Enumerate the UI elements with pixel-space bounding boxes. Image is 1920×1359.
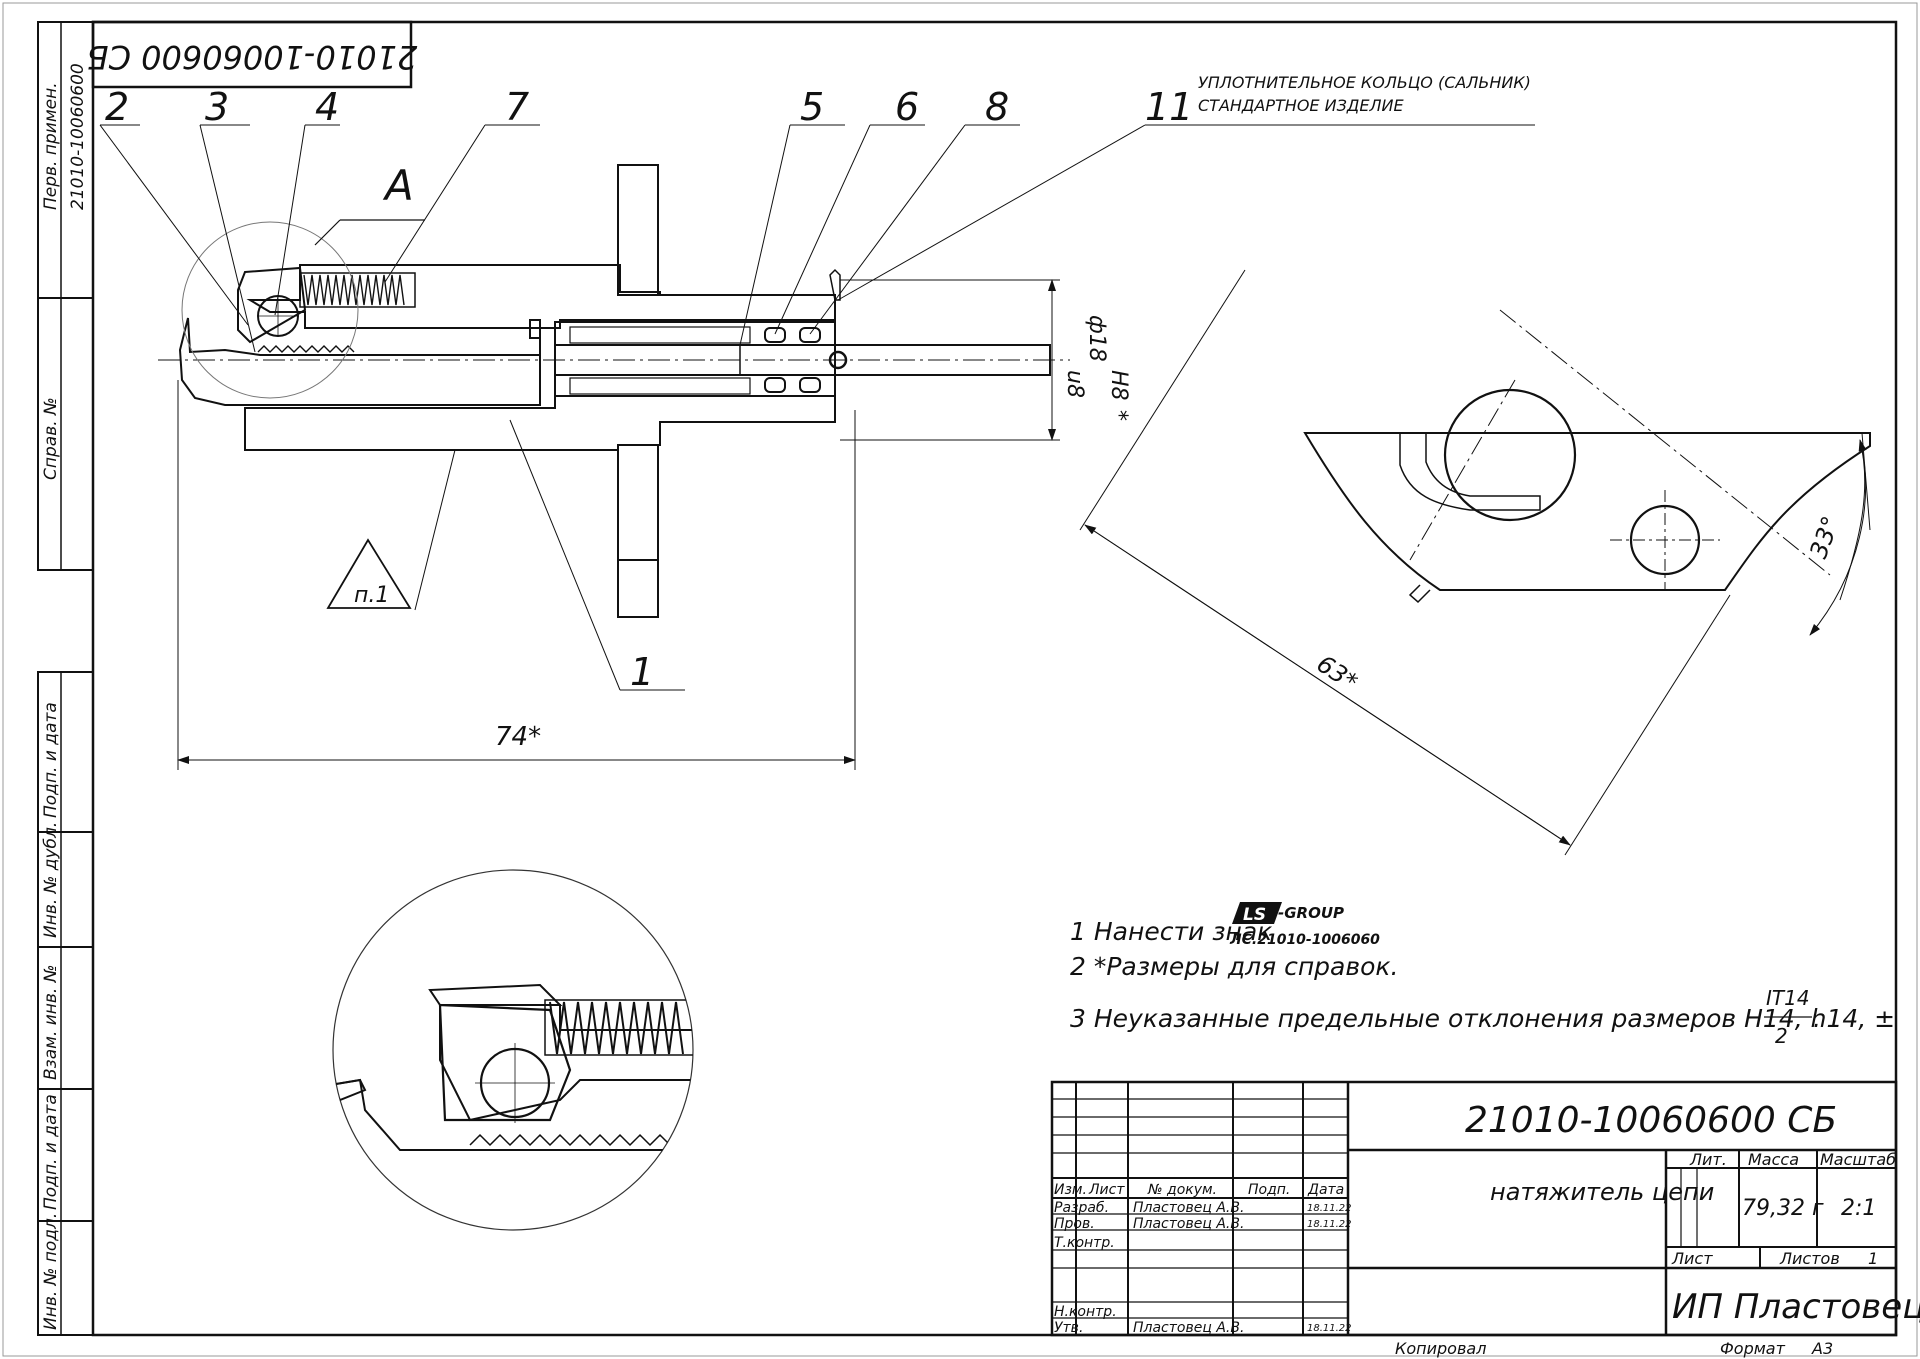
- format-label: Формат: [1720, 1339, 1786, 1358]
- note-2: 2 *Размеры для справок.: [1070, 952, 1398, 981]
- callout-5: 5: [800, 85, 824, 129]
- callout-7: 7: [505, 85, 529, 129]
- masshtab-value: 2:1: [1841, 1196, 1876, 1221]
- h-izm: Изм.: [1054, 1182, 1087, 1198]
- dim-diam-star: *: [1106, 410, 1131, 421]
- note-3: 3 Неуказанные предельные отклонения разм…: [1070, 1004, 1895, 1033]
- top-stamp: 21010-10060600 СБ: [87, 20, 418, 89]
- ls-code-text: ЛС.21010-1006060: [1229, 932, 1380, 948]
- massa-label: Масса: [1748, 1150, 1799, 1169]
- callout-4: 4: [315, 85, 339, 129]
- row-utv: Утв.: [1054, 1320, 1083, 1336]
- list-label: Лист: [1671, 1249, 1713, 1268]
- row-razrab: Разраб.: [1054, 1200, 1109, 1216]
- callout-6: 6: [895, 85, 919, 129]
- title-block-text: 21010-10060600 СБ натяжитель цепи ИП Пла…: [1054, 1100, 1920, 1336]
- marker-p1-text: п.1: [354, 583, 389, 608]
- podp-data-label-1: Подп. и дата: [41, 702, 61, 818]
- dimension-diameter: ф18 H8 u8 *: [840, 279, 1131, 441]
- name-utv: Пластовец А.В.: [1133, 1320, 1244, 1336]
- kopiroval-label: Копировал: [1395, 1339, 1486, 1358]
- callout-1: 1: [630, 650, 654, 694]
- callout-2: 2: [105, 85, 129, 129]
- inv-podl-label: Инв. № подл.: [41, 1213, 61, 1330]
- podp-data-label-2: Подп. и дата: [41, 1094, 61, 1210]
- brand-watermark: LS -GROUP ЛС.21010-1006060: [1229, 902, 1380, 948]
- h-podp: Подп.: [1248, 1182, 1290, 1198]
- dim-offset-text: 63*: [1312, 650, 1363, 697]
- detail-view-a: A: [332, 865, 694, 1231]
- date-utv: 18.11.22: [1307, 1323, 1352, 1334]
- row-t-kontr: Т.контр.: [1054, 1235, 1115, 1251]
- ls-logo-text: LS: [1243, 905, 1266, 925]
- drawing-number: 21010-10060600 СБ: [1465, 1100, 1837, 1141]
- dim-diam-sub: u8: [1062, 370, 1087, 398]
- part-name: натяжитель цепи: [1490, 1178, 1714, 1206]
- dim-diam-tol: H8: [1106, 370, 1131, 401]
- note-3-den: 2: [1775, 1024, 1788, 1048]
- row-n-kontr: Н.контр.: [1054, 1304, 1117, 1320]
- perv-primen-value: 21010-10060600: [68, 63, 88, 210]
- row-prov: Пров.: [1054, 1216, 1095, 1232]
- note-3-num: IT14: [1766, 986, 1810, 1010]
- perv-primen-label: Перв. примен.: [41, 82, 61, 210]
- vzam-inv-label: Взам. инв. №: [41, 965, 61, 1080]
- lit-label: Лит.: [1689, 1150, 1727, 1169]
- title-block: [1050, 1080, 1898, 1337]
- dim-length-text: 74*: [495, 722, 541, 752]
- massa-value: 79,32 г: [1742, 1196, 1824, 1221]
- callout-11: 11: [1145, 85, 1193, 129]
- callout-8: 8: [985, 85, 1009, 129]
- note-3-suffix: .: [1813, 1004, 1821, 1033]
- technical-notes: 1 Нанести знак 2 *Размеры для справок. 3…: [1070, 917, 1895, 1048]
- top-stamp-text: 21010-10060600 СБ: [87, 38, 418, 76]
- section-view: A: [158, 161, 1070, 618]
- inv-dubl-label: Инв. № дубл.: [41, 822, 61, 938]
- h-list: Лист: [1088, 1182, 1125, 1198]
- callout-3: 3: [205, 85, 229, 129]
- company-name: ИП Пластовец А.В.: [1672, 1287, 1920, 1327]
- spring-5: [569, 326, 751, 395]
- name-razrab: Пластовец А.В.: [1133, 1200, 1244, 1216]
- name-prov: Пластовец А.В.: [1133, 1216, 1244, 1232]
- left-strip: Перв. примен. 21010-10060600 Справ. № По…: [37, 21, 94, 1336]
- listov-label: Листов: [1779, 1249, 1840, 1268]
- h-n-dokum: № докум.: [1147, 1182, 1217, 1198]
- ls-logo: [1232, 902, 1282, 924]
- listov-value: 1: [1868, 1249, 1878, 1268]
- date-prov: 18.11.22: [1307, 1219, 1352, 1230]
- view-a-label: A: [382, 161, 414, 210]
- sheet-footer: Копировал Формат А3: [1395, 1339, 1833, 1358]
- dim-angle-text: 33°: [1804, 512, 1845, 562]
- format-value: А3: [1811, 1339, 1833, 1358]
- callout-numbers: 2 3 4 7 5 6 8 11 1 УПЛОТНИТЕЛЬНОЕ КОЛЬЦО…: [105, 73, 1531, 694]
- callout-11-note-2: СТАНДАРТНОЕ ИЗДЕЛИЕ: [1198, 96, 1404, 115]
- h-data: Дата: [1307, 1182, 1344, 1198]
- ls-group-text: -GROUP: [1278, 904, 1344, 922]
- date-razrab: 18.11.22: [1307, 1203, 1352, 1214]
- dimension-74: 74*: [177, 380, 856, 770]
- callout-leaders: [99, 124, 1535, 691]
- masshtab-label: Масштаб: [1820, 1150, 1896, 1169]
- callout-11-note-1: УПЛОТНИТЕЛЬНОЕ КОЛЬЦО (САЛЬНИК): [1198, 73, 1531, 92]
- marker-p1: п.1: [326, 538, 412, 609]
- dim-diam-main: ф18: [1084, 315, 1109, 362]
- sprav-label: Справ. №: [41, 397, 61, 480]
- angled-view: 63* 33°: [1079, 269, 1871, 856]
